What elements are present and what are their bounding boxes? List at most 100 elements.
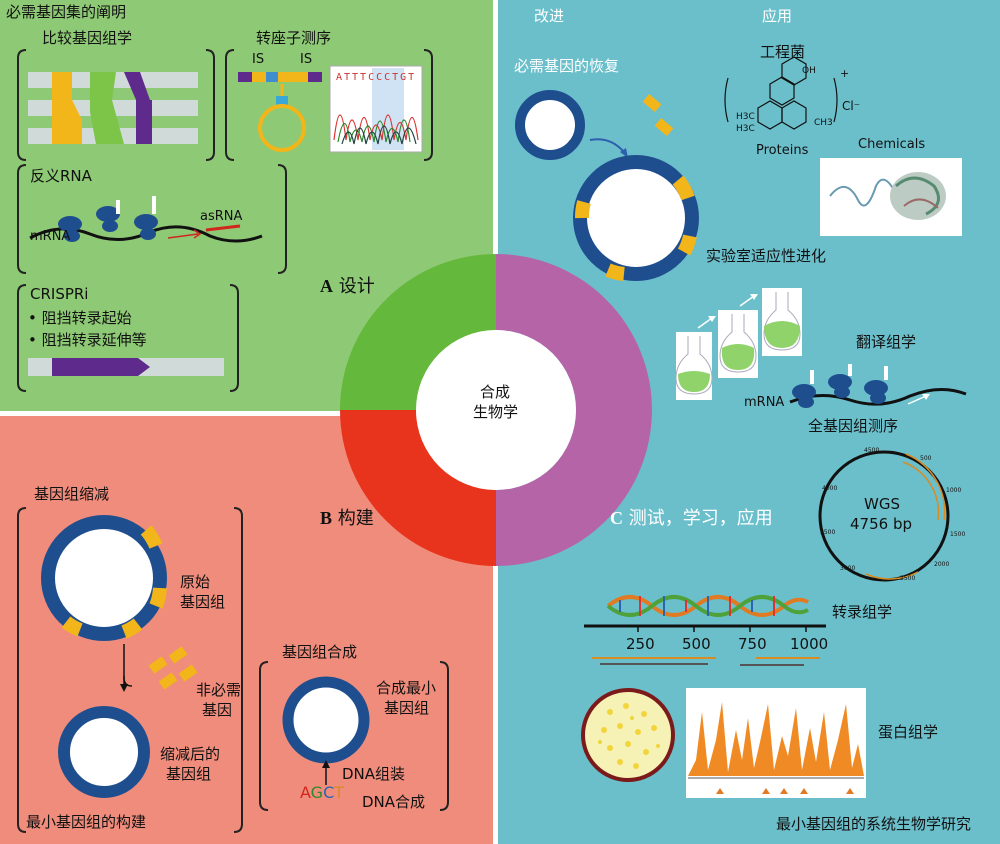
engineered-strain-label: 工程菌 [760, 43, 806, 61]
nucleotide-t: T [334, 783, 345, 802]
proteomics-label: 蛋白组学 [878, 723, 939, 741]
wgs-sequencing-label: 全基因组测序 [808, 417, 899, 435]
reduced-genome-graphic [58, 706, 150, 798]
nucleotide-g: G [310, 783, 324, 802]
wgs-label: WGS [864, 495, 900, 513]
center-ring [340, 254, 652, 566]
nonessential-genes-graphic [148, 646, 198, 690]
apply-label: 应用 [762, 7, 793, 25]
transcriptomics-graphic [584, 595, 826, 666]
panel-b-brackets [17, 507, 449, 833]
minimal-genome-construct-label: 最小基因组的构建 [26, 813, 147, 831]
chem-cl: Cl⁻ [842, 99, 861, 113]
ring-segment-build [340, 410, 496, 566]
proteomics-gel-graphic [581, 688, 675, 782]
chem-oh: OH [802, 66, 816, 76]
improve-label: 改进 [534, 7, 565, 25]
ring-segment-test [496, 254, 652, 566]
chem-h3c-2: H3C [736, 124, 755, 134]
asrna-label: asRNA [200, 209, 243, 224]
center-line-1: 合成 [480, 383, 511, 401]
crispri-graphic [28, 358, 224, 376]
is-left-label: IS [252, 52, 265, 67]
panel-a-label-text: 设计 [333, 276, 375, 297]
agct-letters: AGCT [300, 783, 345, 802]
panel-c-letter: C [610, 508, 623, 528]
original-genome-label-2: 基因组 [180, 593, 226, 611]
ring-tick-2000: 2000 [934, 561, 950, 568]
ring-tick-4500: 4500 [864, 447, 880, 454]
axis-tick-1000: 1000 [790, 635, 829, 653]
wgs-bp-label: 4756 bp [850, 515, 912, 533]
mrna-label-a: mRNA [30, 229, 71, 244]
antisense-graphic [29, 196, 263, 243]
panel-b-label-text: 构建 [332, 508, 374, 529]
transposon-label: 转座子测序 [256, 29, 332, 47]
axis-tick-500: 500 [682, 635, 711, 653]
chem-h3c-1: H3C [736, 112, 755, 122]
ring-tick-2500: 2500 [900, 575, 916, 582]
nucleotide-c: C [323, 783, 335, 802]
crispri-bullet-1: • 阻挡转录起始 [28, 309, 132, 327]
panel-c-label: C 测试，学习，应用 [610, 508, 773, 530]
reduced-genome-label-1: 缩减后的 [160, 745, 221, 763]
translatomics-graphic [789, 364, 967, 408]
antisense-label: 反义RNA [30, 167, 92, 185]
translatomics-label: 翻译组学 [856, 333, 917, 351]
synthetic-minimal-label-2: 基因组 [384, 699, 430, 717]
panel-b-letter: B [320, 508, 333, 528]
panel-a-label: A 设计 [320, 276, 375, 298]
crispri-bullet-2: • 阻挡转录延伸等 [28, 331, 147, 349]
sequence-letters: ATTTCCCTGT [336, 72, 417, 83]
is-right-label: IS [300, 52, 313, 67]
panel-b-label: B 构建 [320, 508, 374, 530]
divider-horizontal [0, 411, 496, 416]
ring-tick-3000: 3000 [840, 565, 856, 572]
chem-ch3: CH3 [814, 118, 833, 128]
synthetic-minimal-label-1: 合成最小 [376, 679, 437, 697]
adaptive-evolution-label: 实验室适应性进化 [706, 247, 827, 265]
transposon-graphic [238, 72, 322, 152]
panel-a-brackets [17, 49, 433, 392]
chem-plus: + [840, 67, 850, 80]
synthetic-genome-graphic [282, 676, 370, 764]
genome-reduction-label: 基因组缩减 [34, 485, 110, 503]
crispri-label: CRISPRi [30, 285, 89, 303]
mrna-label-c: mRNA [744, 395, 785, 410]
systems-biology-label: 最小基因组的系统生物学研究 [776, 815, 972, 833]
genome-synthesis-label: 基因组合成 [282, 643, 358, 661]
ring-tick-1500: 1500 [950, 531, 966, 538]
proteomics-spectrum-graphic [686, 688, 866, 798]
flasks-graphic [675, 288, 802, 400]
original-genome-graphic [41, 515, 167, 641]
dna-synthesis-label: DNA合成 [362, 793, 426, 811]
restore-essential-label: 必需基因的恢复 [514, 57, 620, 75]
protein-structure-graphic [820, 158, 962, 236]
nonessential-label-2: 基因 [202, 701, 233, 719]
proteins-label: Proteins [756, 143, 809, 158]
ring-tick-3500: 3500 [820, 529, 836, 536]
ring-segment-design [340, 254, 496, 410]
chemicals-label: Chemicals [858, 137, 926, 152]
axis-tick-750: 750 [738, 635, 767, 653]
chemical-structure-graphic [724, 56, 838, 130]
panel-a-title: 必需基因集的阐明 [6, 3, 127, 21]
comparative-genomics-graphic [28, 72, 198, 144]
comparative-genomics-label: 比较基因组学 [42, 29, 133, 47]
panel-a-letter: A [320, 276, 333, 296]
reduced-genome-label-2: 基因组 [166, 765, 212, 783]
dna-assembly-label: DNA组装 [342, 765, 406, 783]
center-line-2: 生物学 [473, 403, 519, 421]
ring-tick-500: 500 [920, 455, 932, 462]
nonessential-label-1: 非必需 [196, 681, 242, 699]
ring-tick-1000: 1000 [946, 487, 962, 494]
axis-tick-250: 250 [626, 635, 655, 653]
restoration-graphic [515, 90, 699, 281]
wgs-plasmid-graphic [818, 450, 950, 582]
original-genome-label-1: 原始 [180, 573, 211, 591]
ring-tick-4000: 4000 [822, 485, 838, 492]
panel-c-label-text: 测试，学习，应用 [623, 508, 773, 529]
chromatogram-graphic [329, 65, 423, 153]
nucleotide-a: A [300, 783, 311, 802]
